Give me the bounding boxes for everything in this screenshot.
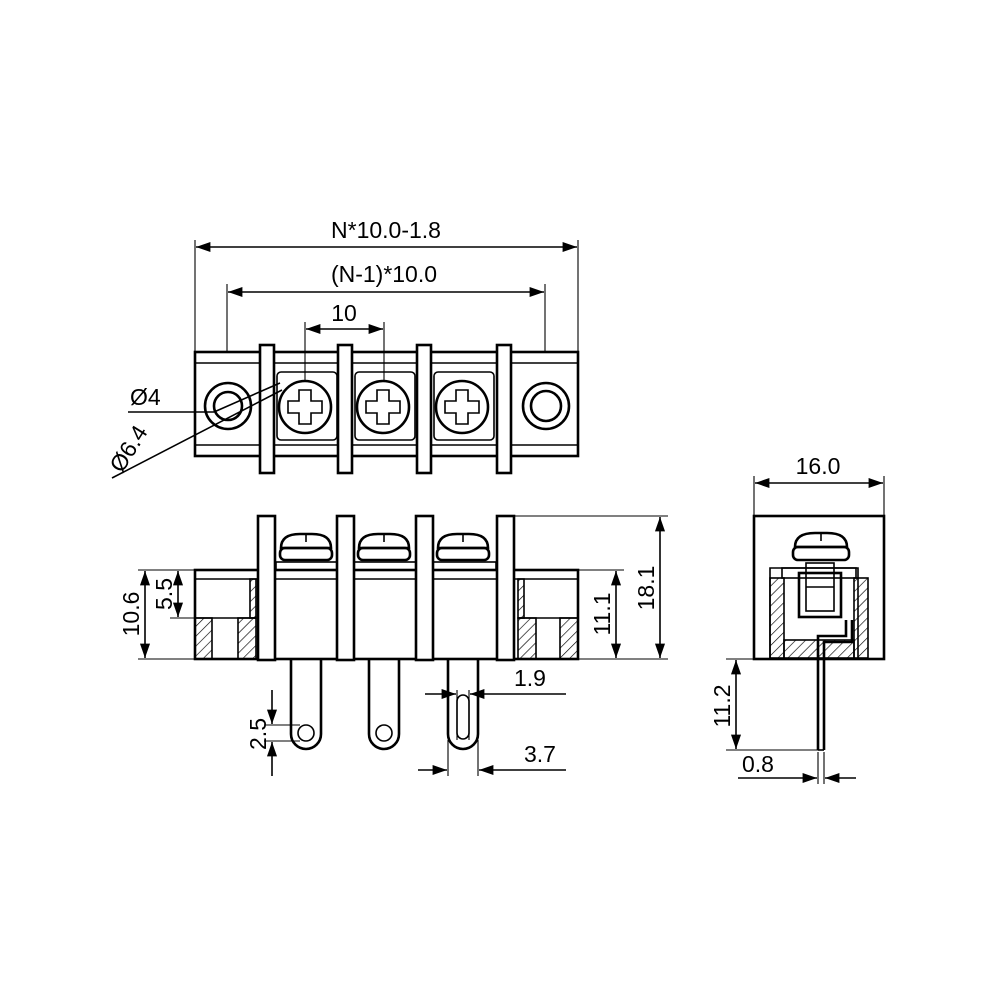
dim-pin-hole: 2.5	[245, 718, 271, 750]
dim-depth: 16.0	[796, 453, 841, 479]
dim-height-total: 18.1	[633, 566, 659, 611]
front-barrier-1	[256, 514, 277, 662]
screw-head-1	[278, 532, 334, 562]
dim-pin-thickness: 0.8	[742, 751, 774, 777]
dim-overall-length: N*10.0-1.8	[331, 217, 441, 243]
screw-cell-3	[433, 371, 495, 441]
dim-height-barrier: 11.1	[589, 592, 615, 635]
dim-hole-diameter: Ø4	[130, 384, 161, 410]
pin-3	[446, 660, 480, 751]
screw-cell-2	[354, 371, 416, 441]
barrier-4	[495, 343, 513, 475]
dim-pitch-span: (N-1)*10.0	[331, 261, 437, 287]
screw-head-3	[435, 532, 491, 562]
side-view: 16.0 11.2 0.8	[709, 453, 886, 784]
front-barrier-3	[414, 514, 435, 662]
dim-pitch: 10	[331, 300, 357, 326]
screw-head-2	[356, 532, 412, 562]
front-view: 18.1 11.1 10.6 5.5 2.5 1.9 3.7	[118, 514, 668, 776]
front-barrier-2	[335, 514, 356, 662]
leader-washer-diameter	[111, 389, 283, 479]
pin-1	[289, 660, 323, 751]
dim-pin-outer-width: 3.7	[524, 741, 556, 767]
dim-pin-length: 11.2	[709, 684, 735, 727]
mounting-hole-right	[521, 381, 571, 431]
dim-washer-diameter: Ø6.4	[104, 420, 153, 476]
barrier-1	[258, 343, 276, 475]
top-view: N*10.0-1.8 (N-1)*10.0 10 Ø4 Ø6.4	[104, 217, 580, 479]
barrier-2	[336, 343, 354, 475]
pin-2	[367, 660, 401, 751]
dim-height-shoulder: 5.5	[151, 578, 177, 610]
front-barrier-4	[495, 514, 516, 662]
dim-pin-width: 1.9	[514, 665, 546, 691]
dim-height-body: 10.6	[118, 592, 144, 637]
barrier-3	[415, 343, 433, 475]
